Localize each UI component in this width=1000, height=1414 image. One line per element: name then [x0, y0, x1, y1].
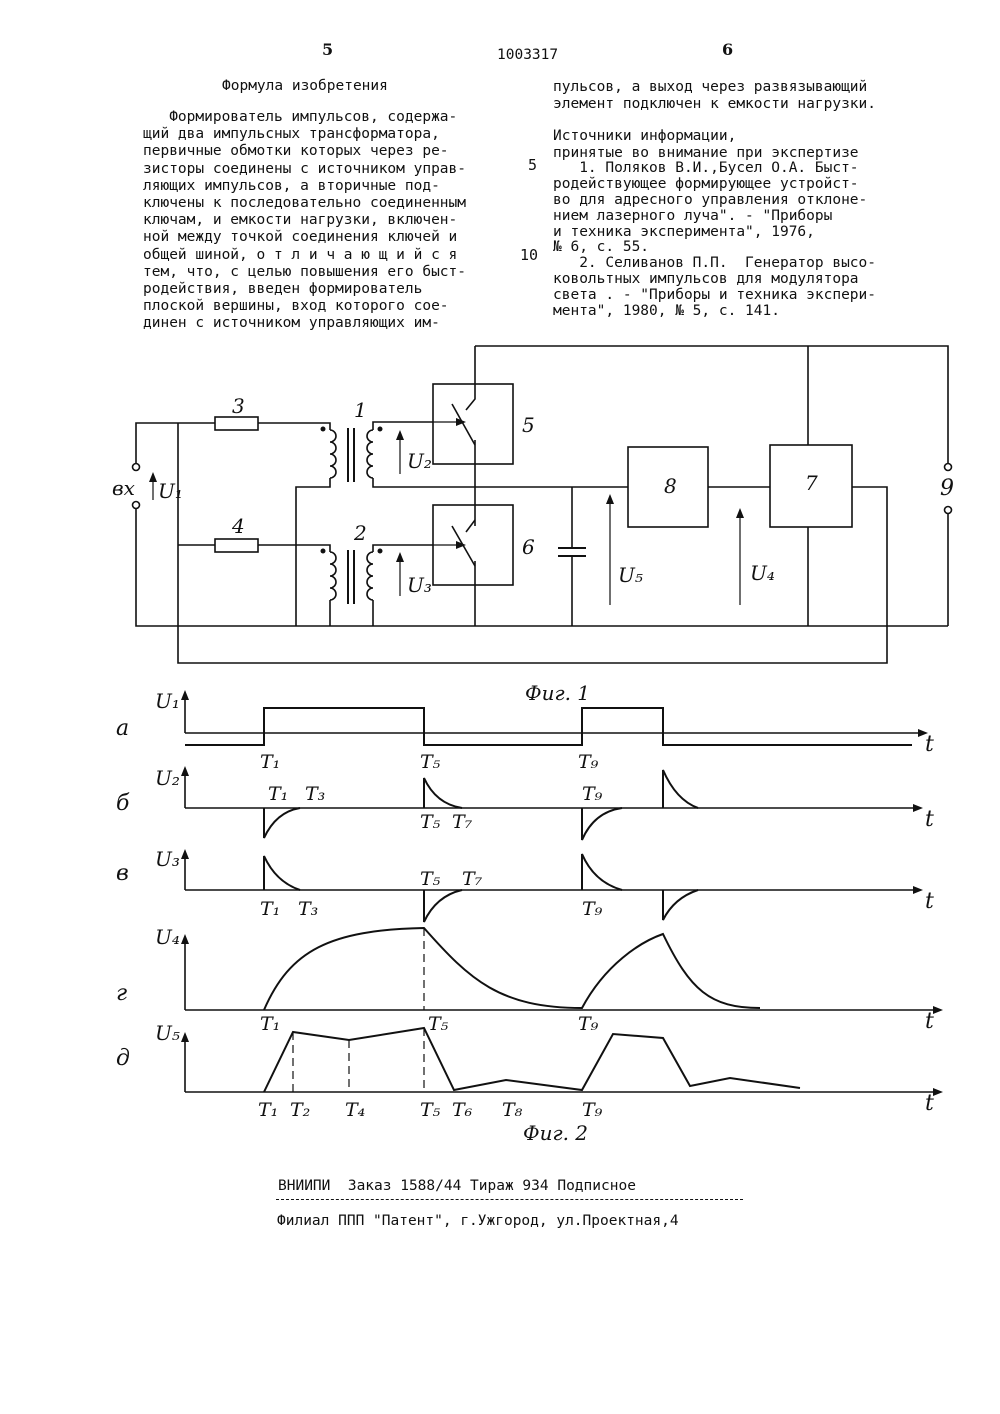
time-tick-label: T₁ [260, 1013, 280, 1035]
row-b-u2 [181, 766, 923, 840]
time-tick-label: T₄ [345, 1099, 365, 1121]
row-g-u4 [181, 928, 943, 1014]
footer-line-2: Филиал ППП "Патент", г.Ужгород, ул.Проек… [277, 1214, 679, 1229]
row-d-u5 [181, 1028, 943, 1096]
time-tick-label: T₁ [258, 1099, 278, 1121]
output-terminal-bottom [945, 507, 952, 514]
time-tick-label: T₇ [452, 811, 473, 833]
transformer-1-primary [330, 430, 336, 478]
top-rail [475, 346, 948, 463]
time-tick-label: T₉ [582, 1099, 603, 1121]
u5-label: U₅ [618, 563, 643, 587]
timing-diagram: Фиг. 2 а U₁ T₁ T₅ T₉ t б U₂ T₁ T₃ T₅ T₇ T₉ t в U₃ T₁ T₃ T₅… [116, 689, 943, 1145]
time-tick-label: T₅ [420, 751, 441, 773]
transformer-2-secondary [367, 552, 373, 600]
u2-label: U₂ [407, 449, 432, 473]
u1-waveform [185, 708, 912, 745]
input-terminal-top [133, 464, 140, 471]
input-label: вх [112, 476, 135, 500]
time-tick-label: T₃ [298, 898, 318, 920]
time-tick-label: T₉ [578, 1013, 599, 1035]
circuit-diagram: 3 4 1 2 5 6 8 7 9 вх U₁ U₂ U₃ U₄ U₅ Фиг.… [112, 346, 954, 705]
row-letter: а [116, 716, 129, 741]
u3-pulse-2 [424, 890, 462, 922]
time-tick-label: T₁ [260, 898, 280, 920]
output-9-label: 9 [940, 476, 954, 501]
time-tick-label: T₅ [420, 868, 441, 890]
time-tick-label: T₈ [502, 1099, 523, 1121]
row-letter: г [116, 981, 127, 1006]
time-tick-label: T₂ [290, 1099, 310, 1121]
u5-waveform [264, 1028, 800, 1092]
signal-label: U₄ [155, 925, 180, 949]
time-axis-label: t [925, 732, 934, 757]
u2-pulse-1 [264, 808, 300, 838]
signal-label: U₅ [155, 1021, 180, 1045]
resistor-3-label: 3 [232, 394, 245, 418]
row-letter: б [116, 791, 130, 816]
transformer-1-secondary [367, 430, 373, 478]
u3-pulse-3 [582, 854, 622, 890]
time-tick-label: T₉ [582, 898, 603, 920]
transformer-1-label: 1 [354, 398, 367, 422]
time-axis-label: t [925, 1009, 934, 1034]
time-axis-label: t [925, 1091, 934, 1116]
resistor-4 [215, 539, 258, 552]
u4-label: U₄ [750, 561, 775, 585]
transformer-2-label: 2 [353, 521, 367, 545]
block-7-label: 7 [805, 471, 818, 495]
u1-label: U₁ [158, 479, 183, 503]
transformer-2-primary [330, 552, 336, 600]
row-letter: в [116, 861, 129, 886]
time-tick-label: T₅ [420, 1099, 441, 1121]
time-axis-label: t [925, 889, 934, 914]
u2-pulse-3 [582, 808, 622, 840]
time-tick-label: T₁ [260, 751, 280, 773]
fig1-caption: Фиг. 1 [525, 681, 590, 705]
time-tick-label: T₅ [428, 1013, 449, 1035]
footer-line-1: ВНИИПИ Заказ 1588/44 Тираж 934 Подписное [278, 1179, 636, 1194]
u4-waveform [264, 928, 760, 1010]
switch-5-label: 5 [522, 413, 535, 437]
resistor-3 [215, 417, 258, 430]
signal-label: U₃ [155, 847, 180, 871]
time-axis-label: t [925, 807, 934, 832]
signal-label: U₁ [155, 689, 180, 713]
footer-divider [276, 1199, 743, 1200]
u3-pulse-4 [663, 890, 698, 920]
u2-pulse-2 [424, 778, 462, 808]
time-tick-label: T₅ [420, 811, 441, 833]
time-tick-label: T₉ [578, 751, 599, 773]
switch-5 [433, 384, 513, 464]
time-tick-label: T₆ [452, 1099, 473, 1121]
u3-pulse-1 [264, 856, 300, 890]
resistor-4-label: 4 [231, 514, 245, 538]
input-terminal-bottom [133, 502, 140, 509]
fig2-caption: Фиг. 2 [523, 1121, 588, 1145]
u3-label: U₃ [407, 573, 432, 597]
time-tick-label: T₉ [582, 783, 603, 805]
signal-label: U₂ [155, 766, 180, 790]
time-tick-label: T₇ [462, 868, 483, 890]
output-terminal-top [945, 464, 952, 471]
block-8-label: 8 [664, 474, 677, 498]
time-tick-label: T₃ [305, 783, 325, 805]
row-v-u3 [181, 849, 923, 922]
row-letter: д [116, 1046, 130, 1071]
u2-pulse-4 [663, 770, 698, 808]
time-tick-label: T₁ [268, 783, 288, 805]
switch-6-label: 6 [522, 535, 535, 559]
